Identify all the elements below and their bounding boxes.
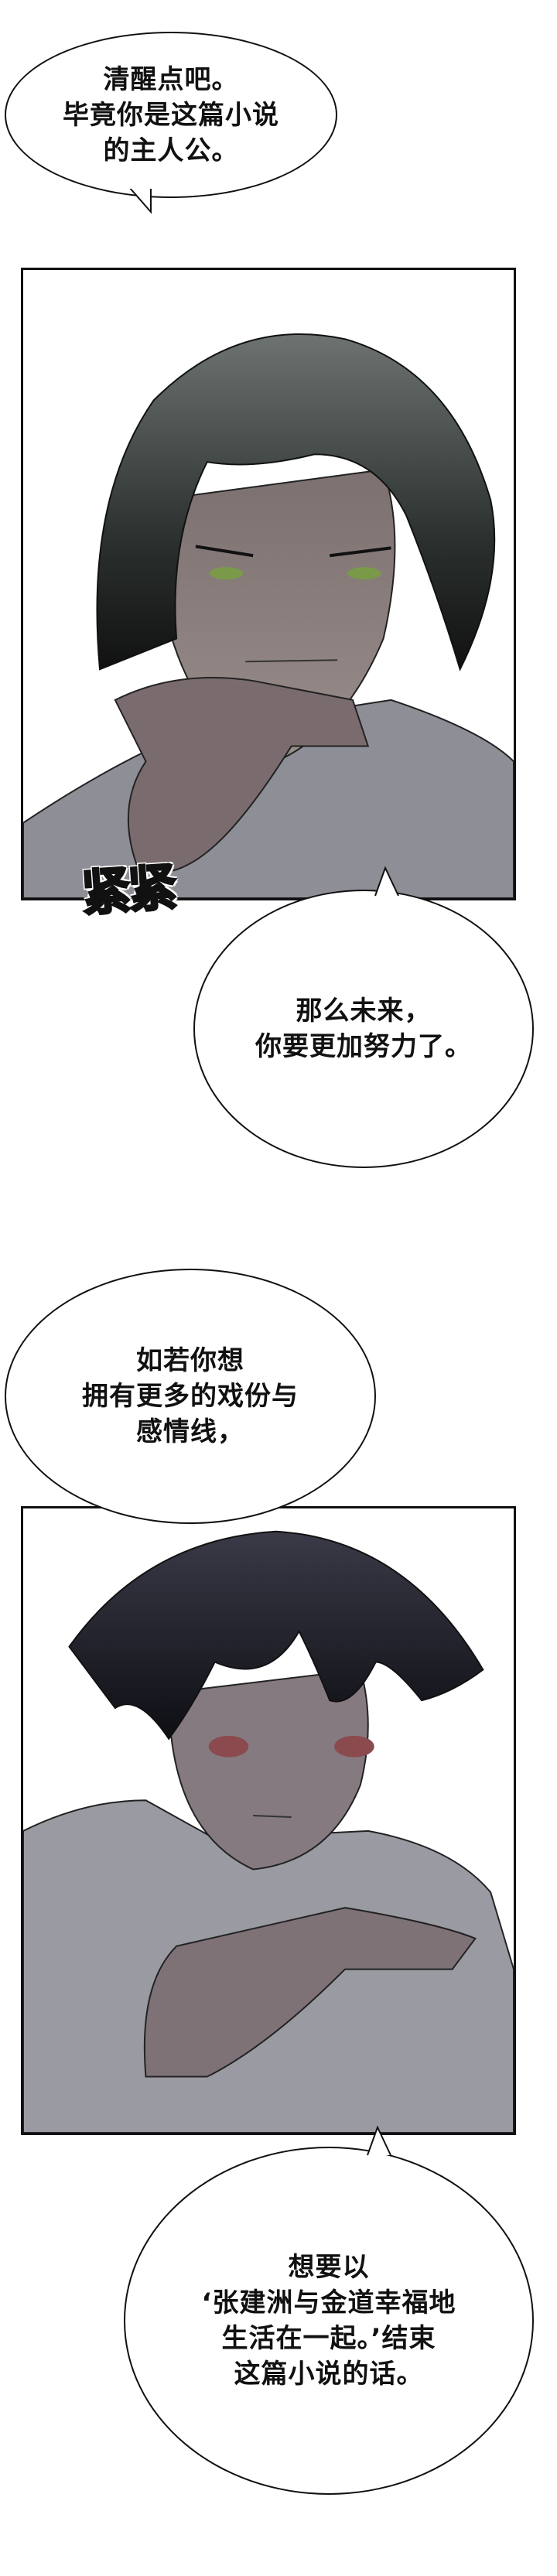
bubble-1-line-2: 毕竟你是这篇小说 bbox=[63, 99, 279, 131]
bubble-2-line-2: 你要更加努力了。 bbox=[255, 1031, 472, 1062]
speech-bubble-3: 如若你想 拥有更多的戏份与 感情线， bbox=[5, 1269, 376, 1524]
bubble-3-line-2: 拥有更多的戏份与 bbox=[82, 1381, 299, 1412]
speech-bubble-4: 想要以 ‘张建洲与金道幸福地 生活在一起。’结束 这篇小说的话。 bbox=[124, 2147, 534, 2495]
sound-effect-text: 紧紧 bbox=[78, 858, 177, 924]
character-illustration-1 bbox=[23, 333, 514, 898]
bubble-3-line-1: 如若你想 bbox=[136, 1345, 244, 1376]
bubble-4-tail bbox=[367, 2126, 391, 2156]
bubble-4-line-3: 生活在一起。’结束 bbox=[221, 2323, 436, 2354]
bubble-1-line-3: 的主人公。 bbox=[103, 135, 239, 166]
speech-bubble-2: 那么未来， 你要更加努力了。 bbox=[193, 890, 534, 1168]
panel-2-boy-hands-crossed bbox=[21, 1506, 516, 2135]
bubble-1-line-1: 清醒点吧。 bbox=[103, 63, 239, 95]
speech-bubble-1: 清醒点吧。 毕竟你是这篇小说 的主人公。 bbox=[5, 32, 337, 198]
panel-1-man-hand-on-chin bbox=[21, 268, 516, 900]
bubble-3-line-3: 感情线， bbox=[136, 1416, 244, 1447]
bubble-2-line-1: 那么未来， bbox=[296, 996, 432, 1027]
bubble-4-line-1: 想要以 bbox=[288, 2252, 370, 2283]
bubble-2-tail bbox=[374, 866, 399, 897]
bubble-4-line-2: ‘张建洲与金道幸福地 bbox=[201, 2287, 456, 2318]
character-illustration-2 bbox=[23, 1530, 514, 2133]
bubble-4-line-4: 这篇小说的话。 bbox=[234, 2359, 424, 2390]
bubble-1-tail bbox=[128, 186, 159, 214]
